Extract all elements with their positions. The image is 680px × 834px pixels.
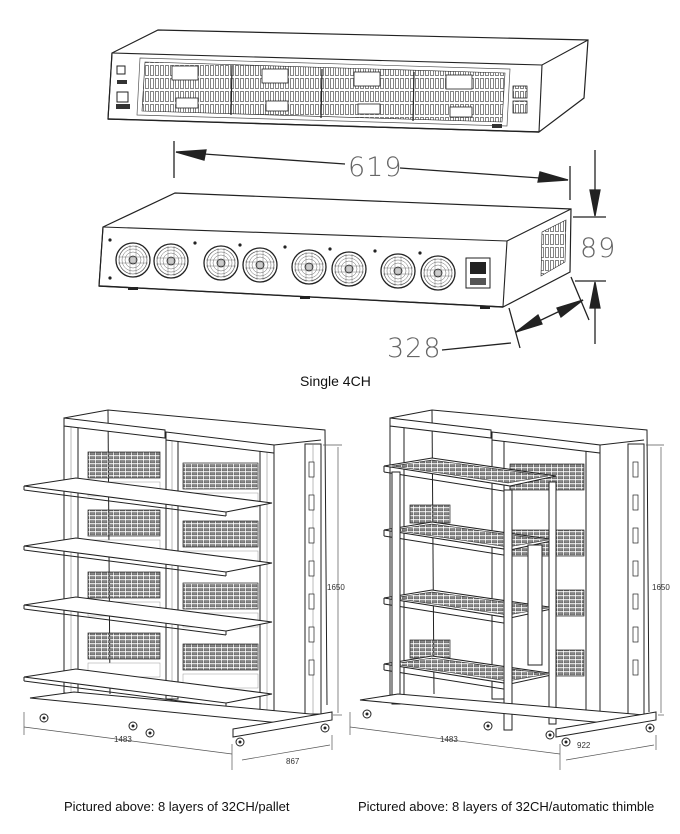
pallet-height-label: 1650: [327, 583, 345, 592]
thimble-caption: Pictured above: 8 layers of 32CH/automat…: [358, 799, 655, 814]
rack-pallet-drawing: [23, 409, 342, 770]
unit-width-label: 619: [348, 152, 403, 183]
thimble-depth-label: 922: [577, 741, 591, 750]
dim-depth-line: [441, 276, 590, 351]
unit-height-label: 89: [580, 233, 617, 264]
dim-width-line: [173, 141, 571, 200]
thimble-width-label: 1483: [440, 735, 458, 744]
pallet-caption: Pictured above: 8 layers of 32CH/pallet: [64, 799, 290, 814]
rack-thimble-drawing: [349, 409, 664, 770]
unit-caption: Single 4CH: [300, 373, 371, 389]
thimble-height-label: 1650: [652, 583, 670, 592]
unit-depth-label: 328: [387, 333, 442, 364]
pallet-depth-label: 867: [286, 757, 300, 766]
unit-front-view: [107, 29, 589, 133]
dim-height-line: [573, 150, 606, 344]
pallet-width-label: 1483: [114, 735, 132, 744]
unit-rear-view: [98, 192, 572, 309]
